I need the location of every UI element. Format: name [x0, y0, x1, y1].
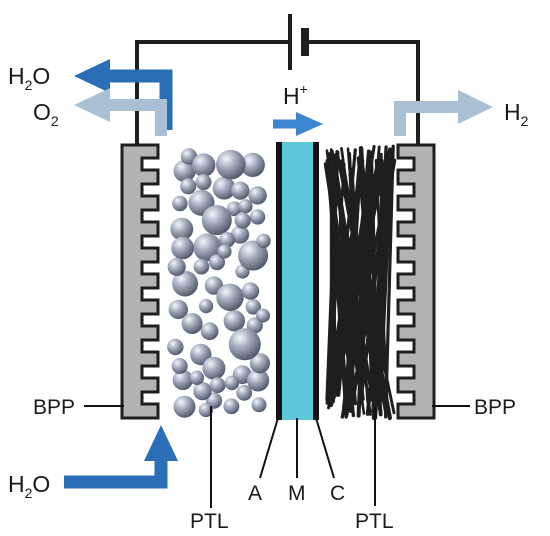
bipolar-plate-left — [120, 143, 160, 420]
anode-label: A — [248, 482, 262, 505]
ptl-sphere — [172, 195, 188, 212]
ptl-sphere — [209, 254, 225, 271]
ptl-sphere — [236, 384, 253, 401]
ptl-sphere — [171, 236, 195, 260]
carbon-fiber-mesh-icon — [323, 144, 397, 421]
ptl-sphere — [228, 328, 261, 361]
ptl-sphere — [209, 377, 226, 394]
ptl-sphere — [231, 181, 250, 200]
ptl-left-label: PTL — [190, 510, 229, 533]
ptl-sphere — [251, 397, 267, 413]
o2-label: O2 — [33, 99, 59, 129]
ptl-sphere — [238, 199, 253, 214]
membrane-layer — [282, 142, 313, 420]
anode-layer — [276, 142, 282, 420]
membrane-electrode-assembly — [276, 142, 319, 420]
bpp-left-label: BPP — [33, 396, 75, 419]
ptl-sphere — [247, 369, 270, 392]
ptl-right-label: PTL — [355, 510, 394, 533]
h2o-inlet-arrow — [64, 425, 178, 489]
ptl-sphere — [238, 240, 269, 271]
ptl-fiber — [384, 144, 395, 419]
ptl-fiber — [330, 164, 337, 397]
ptl-sphere — [172, 270, 199, 297]
ptl-sphere — [241, 282, 260, 300]
ptl-sphere — [201, 205, 232, 236]
ptl-sphere — [256, 233, 271, 249]
ptl-sphere — [173, 159, 196, 183]
ptl-sphere — [231, 225, 250, 244]
porous-spheres-icon — [167, 148, 271, 418]
ptl-sphere — [219, 232, 236, 248]
ptl-sphere — [180, 178, 197, 195]
ptl-sphere — [224, 375, 240, 391]
bipolar-plate-right — [396, 143, 436, 420]
ptl-sphere — [171, 358, 188, 374]
cathode-layer — [313, 142, 319, 420]
proton-arrow — [273, 112, 323, 136]
ptl-sphere — [248, 186, 267, 205]
ptl-sphere — [202, 356, 226, 380]
ptl-sphere — [212, 176, 236, 200]
ptl-sphere — [245, 299, 261, 315]
h2-label: H2 — [504, 99, 529, 129]
ptl-sphere — [173, 395, 196, 418]
ptl-sphere — [216, 149, 246, 180]
ptl-sphere — [198, 402, 214, 418]
ptl-sphere — [193, 233, 222, 262]
external-circuit-wire — [135, 40, 420, 147]
h2-outlet-arrow — [394, 90, 493, 136]
o2-outlet-arrow — [74, 88, 167, 136]
ptl-sphere — [170, 217, 194, 241]
ptl-sphere — [167, 257, 186, 276]
ptl-sphere — [223, 398, 240, 415]
h2o-inlet-label: H2O — [8, 471, 50, 501]
ptl-sphere — [181, 313, 203, 334]
battery-icon — [288, 14, 309, 70]
ptl-fiber — [333, 163, 372, 416]
ptl-fiber — [341, 155, 371, 416]
ptl-sphere — [223, 310, 245, 332]
ptl-sphere — [256, 308, 270, 323]
ptl-sphere — [189, 370, 205, 385]
ptl-sphere — [172, 369, 193, 391]
h2o-outlet-label: H2O — [8, 63, 50, 93]
ptl-sphere — [193, 258, 210, 275]
bpp-right-label: BPP — [474, 396, 516, 419]
ptl-sphere — [216, 283, 244, 311]
ptl-fiber — [368, 150, 380, 402]
ptl-sphere — [199, 299, 214, 314]
cathode-label: C — [330, 482, 345, 505]
membrane-label: M — [288, 482, 306, 505]
ptl-sphere — [249, 209, 266, 225]
ptl-sphere — [168, 299, 188, 320]
ptl-sphere — [167, 338, 184, 356]
ptl-sphere — [226, 201, 242, 217]
ptl-sphere — [200, 322, 219, 341]
h2o-outlet-arrow — [74, 59, 173, 130]
ptl-sphere — [249, 353, 270, 374]
ptl-sphere — [240, 152, 265, 177]
ptl-sphere — [217, 244, 232, 259]
ptl-sphere — [195, 174, 212, 191]
ptl-sphere — [192, 153, 216, 177]
ptl-sphere — [193, 381, 212, 401]
proton-label: H+ — [283, 81, 308, 109]
ptl-sphere — [234, 212, 251, 229]
ptl-fiber — [358, 146, 379, 407]
leader-lines — [84, 405, 470, 508]
